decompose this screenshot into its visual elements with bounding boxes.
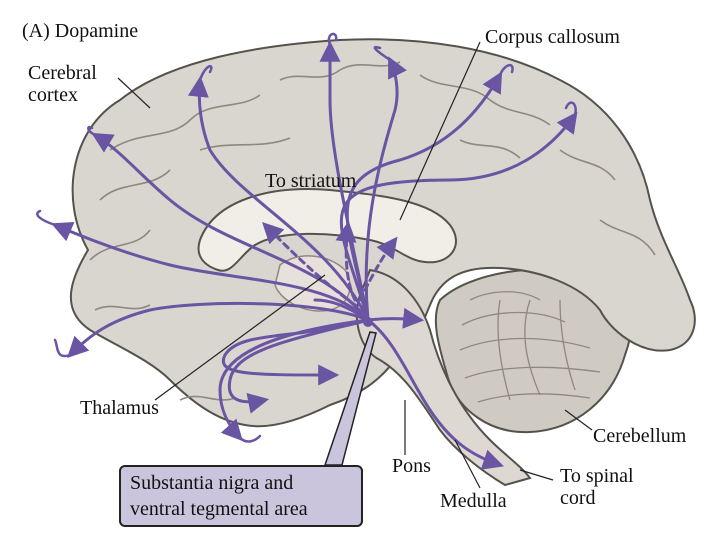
pathway-to-posterior-cortex-1 <box>345 71 503 322</box>
terminal-hook <box>498 64 514 77</box>
source-nucleus-marker <box>363 317 373 327</box>
terminal-hook <box>36 209 57 227</box>
terminal-hook <box>198 64 213 82</box>
label-cerebellum: Cerebellum <box>593 425 687 447</box>
label-pons: Pons <box>392 455 431 477</box>
leader-corpus-callosum <box>399 41 481 221</box>
label-cerebral-cortex-line1: Cerebral <box>28 62 97 84</box>
pathway-to-frontal-cortex <box>51 221 370 322</box>
terminal-hook <box>53 338 72 358</box>
label-to-spinal-cord-line2: cord <box>560 487 596 510</box>
source-label-line2: ventral tegmental area <box>130 498 308 520</box>
leader-medulla <box>454 439 481 489</box>
terminal-hook <box>238 434 262 443</box>
label-medulla: Medulla <box>440 490 507 512</box>
pathway-to-orbital-cortex <box>67 301 370 358</box>
terminal-hook <box>87 125 97 137</box>
pathway-to-temporal-cortex-1 <box>221 318 370 386</box>
label-to-spinal-cord-line1: To spinal <box>560 465 634 487</box>
figure-label: (A) Dopamine <box>22 20 139 42</box>
leader-cerebellum <box>564 409 593 431</box>
cerebellum-folia <box>459 291 601 403</box>
leader-cerebral-cortex <box>117 77 151 109</box>
label-cerebral-cortex: Cerebral cortex <box>28 62 97 107</box>
corpus-callosum <box>197 188 457 272</box>
leader-thalamus <box>154 274 326 401</box>
pathway-brainstem-branch <box>366 307 425 329</box>
terminal-hook <box>373 45 392 62</box>
terminal-hook <box>327 32 338 47</box>
source-label-line1: Substantia nigra and <box>130 472 294 494</box>
pathway-to-dorsal-cortex-4 <box>364 56 407 322</box>
label-to-spinal-cord: To spinal cord <box>560 465 634 510</box>
brainstem <box>355 268 532 487</box>
leader-lines <box>117 41 593 489</box>
dopamine-pathways-to-striatum <box>262 220 398 307</box>
label-cerebral-cortex-line2: cortex <box>28 84 78 107</box>
label-thalamus: Thalamus <box>80 397 159 419</box>
pathway-to-dorsal-cortex-2 <box>187 75 370 322</box>
label-corpus-callosum: Corpus callosum <box>485 26 620 48</box>
terminal-hook <box>564 101 577 117</box>
dashed-pathway-striatum-2 <box>335 220 357 302</box>
source-label-box: Substantia nigra and ventral tegmental a… <box>119 465 363 527</box>
dashed-pathway-striatum-3 <box>358 236 398 302</box>
leader-spinal-cord <box>519 469 554 481</box>
dashed-pathway-striatum-1 <box>262 222 357 307</box>
label-to-striatum: To striatum <box>265 170 357 192</box>
pathway-to-spinal-cord <box>366 318 504 470</box>
cortical-terminal-hooks <box>36 32 577 443</box>
pathway-to-temporal-cortex-3 <box>218 318 370 442</box>
pathway-to-temporal-cortex-2 <box>227 318 370 414</box>
pathway-thalamic <box>313 298 370 322</box>
